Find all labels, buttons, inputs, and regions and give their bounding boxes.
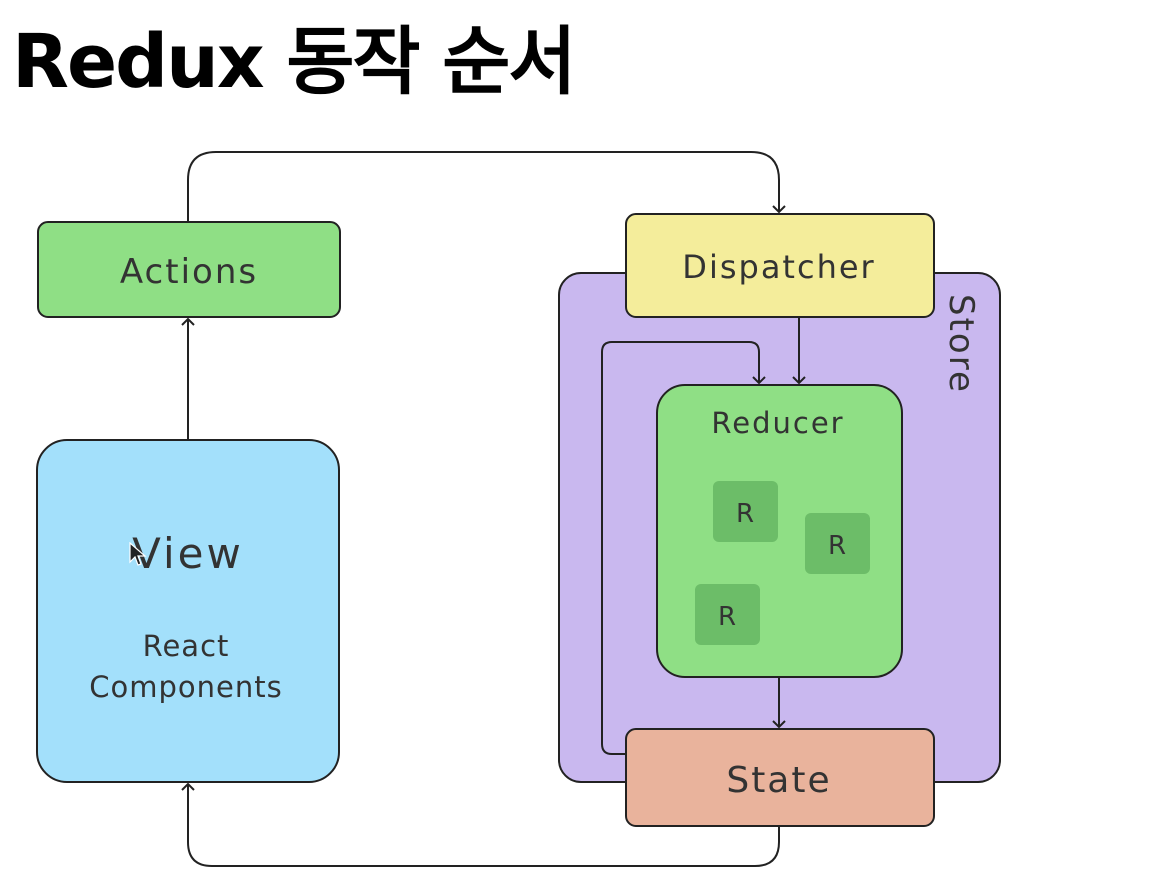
sub-reducer-3-label: R bbox=[718, 602, 736, 632]
store-label: Store bbox=[941, 294, 981, 394]
dispatcher-label: Dispatcher bbox=[682, 248, 875, 286]
sub-reducer-2 bbox=[805, 513, 870, 574]
dispatcher-box bbox=[625, 213, 935, 318]
state-label: State bbox=[726, 760, 831, 801]
arrow-state-to-reducer bbox=[601, 341, 766, 755]
sub-reducer-1-label: R bbox=[736, 499, 754, 529]
actions-label: Actions bbox=[120, 252, 258, 292]
view-sublabel-react: React bbox=[143, 629, 230, 663]
view-label: View bbox=[132, 529, 244, 578]
page-title: Redux 동작 순서 bbox=[12, 19, 576, 105]
reducer-label: Reducer bbox=[711, 406, 844, 440]
sub-reducer-1 bbox=[713, 481, 778, 542]
sub-reducer-2-label: R bbox=[828, 531, 846, 561]
sub-reducer-3 bbox=[695, 584, 760, 645]
arrow-state-to-view bbox=[181, 782, 780, 867]
mouse-cursor-icon bbox=[129, 542, 147, 566]
view-sublabel-components: Components bbox=[89, 670, 282, 704]
view-box bbox=[36, 439, 340, 783]
arrow-actions-to-dispatcher bbox=[187, 151, 786, 222]
